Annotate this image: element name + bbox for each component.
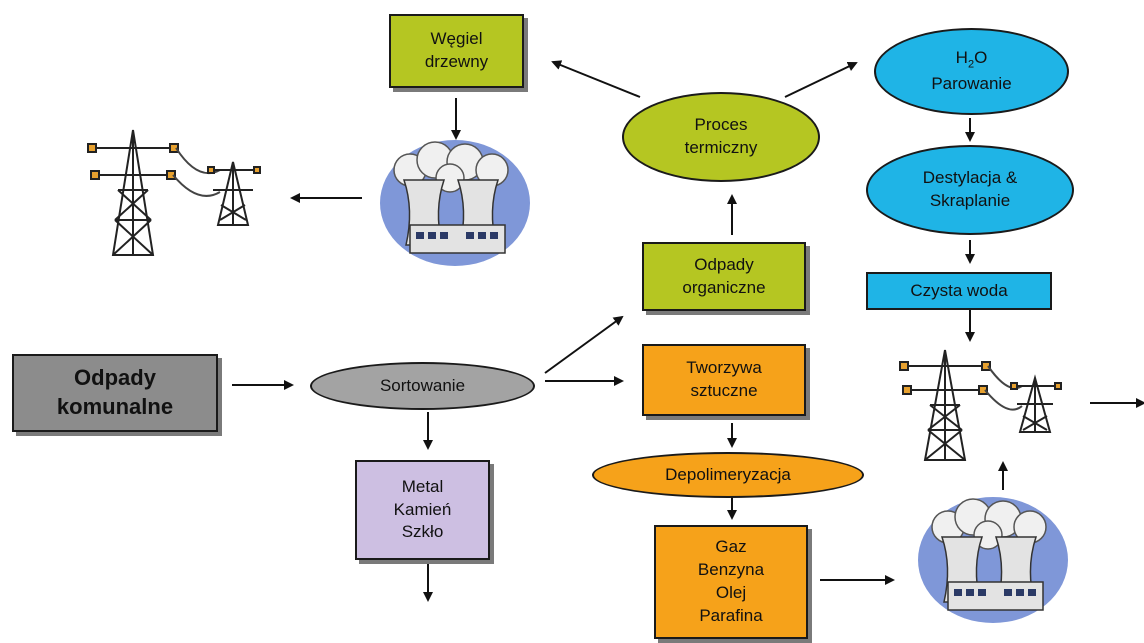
node-proces-termiczny: Proces termiczny [622,92,820,182]
node-label: Sortowanie [379,375,466,395]
node-label: Tworzywa sztuczne [686,358,762,400]
node-label: Gaz Benzyna Olej Parafina [697,537,765,625]
node-label: Destylacja & Skraplanie [922,168,1018,210]
node-label: Czysta woda [910,280,1008,300]
node-odpady-organiczne: Odpady organiczne [642,242,806,311]
arrow-proces-to-h2o [784,61,858,98]
parowanie-label: Parowanie [931,73,1012,93]
power-pylon-icon [87,129,261,256]
node-gaz-benzyna: Gaz Benzyna Olej Parafina [654,525,808,639]
node-sortowanie: Sortowanie [310,362,535,410]
node-h2o-parowanie: H2O Parowanie [874,28,1069,115]
power-plant-icon [380,140,530,266]
node-czysta-woda: Czysta woda [866,272,1052,310]
node-label: Depolimeryzacja [665,464,791,484]
arrow-sortowanie-to-organiczne [544,315,624,374]
node-label: Metal Kamień Szkło [393,476,452,542]
node-metal-kamien-szklo: Metal Kamień Szkło [355,460,490,560]
node-tworzywa-sztuczne: Tworzywa sztuczne [642,344,806,416]
node-label: Węgiel drzewny [424,29,489,71]
node-odpady-komunalne: Odpady komunalne [12,354,218,432]
power-pylon-icon [899,349,1062,461]
node-label: Odpady komunalne [56,365,174,419]
node-destylacja: Destylacja & Skraplanie [866,145,1074,235]
h2o-label: H2O [955,48,988,71]
power-plant-icon [918,497,1068,623]
arrow-proces-to-wegiel [551,60,641,98]
node-label: Odpady organiczne [682,254,766,297]
node-label: Proces termiczny [684,115,758,157]
node-wegiel-drzewny: Węgiel drzewny [389,14,524,88]
node-depolimeryzacja: Depolimeryzacja [592,452,864,498]
